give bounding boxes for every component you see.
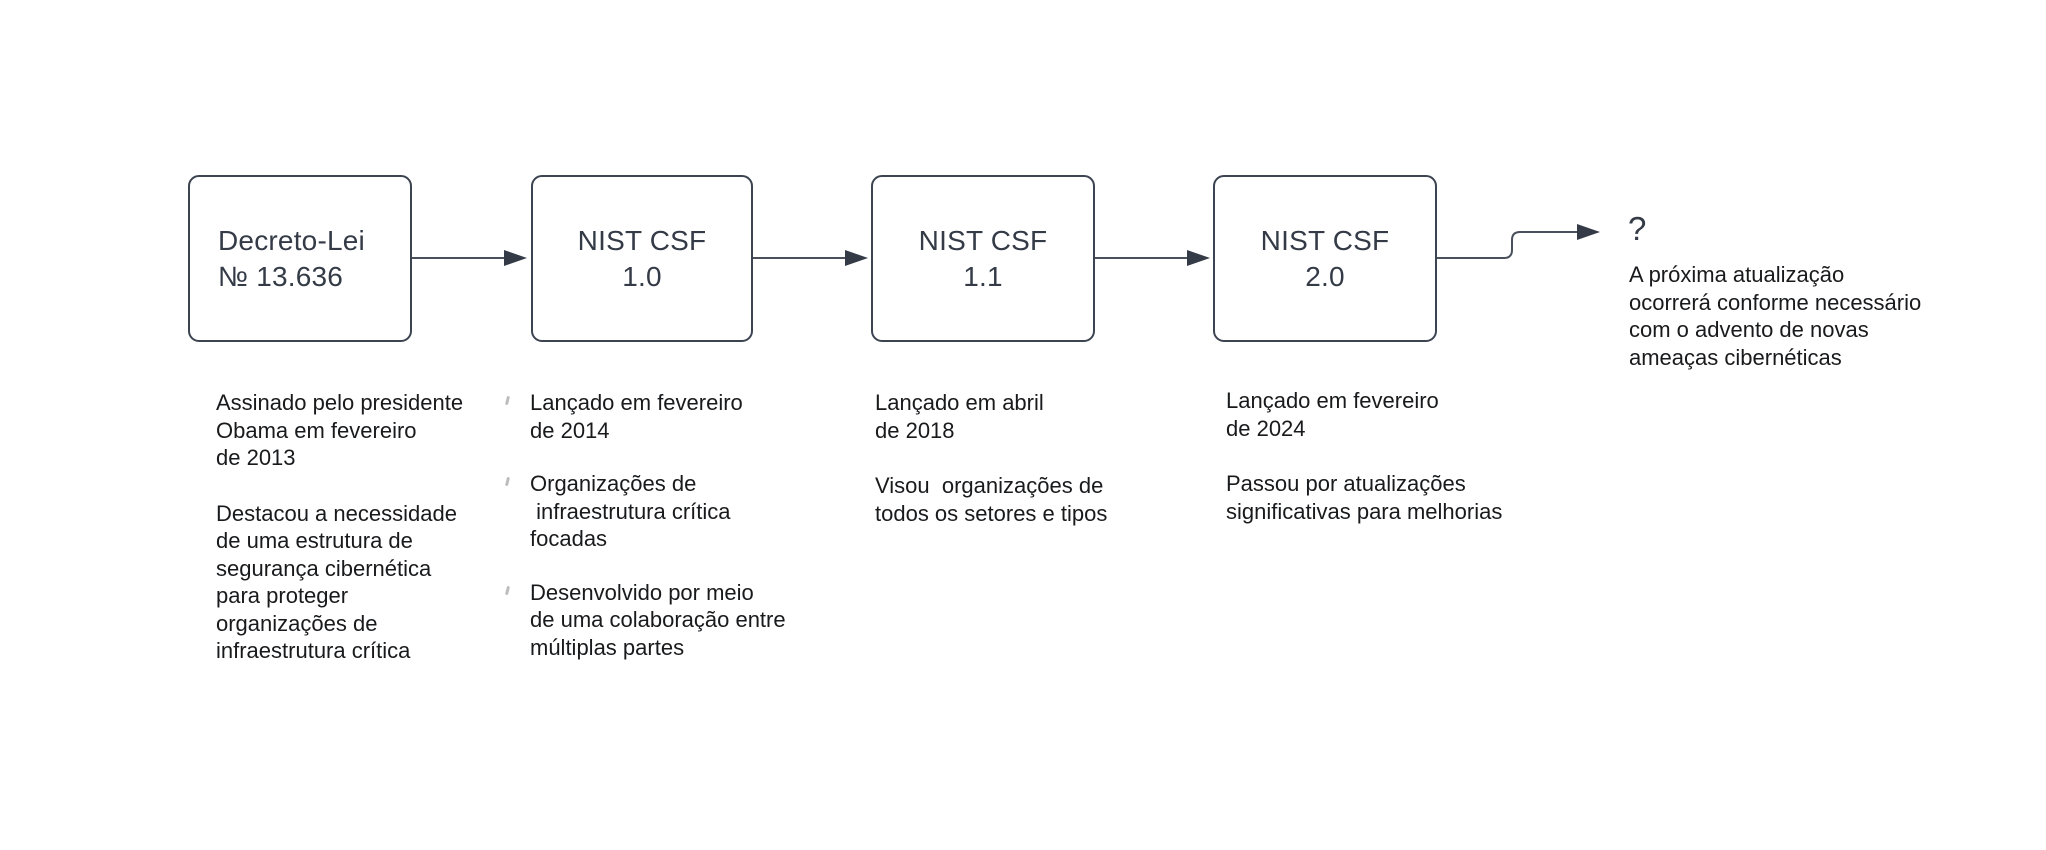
notes-nist-csf-1-0: Lançado em fevereiro de 2014 Organizaçõe…	[504, 389, 846, 687]
node-title: NIST CSF 2.0	[1260, 224, 1390, 292]
arrowhead-icon	[504, 250, 527, 266]
arrowhead-icon	[1577, 224, 1600, 240]
bulleted-note: Desenvolvido por meio de uma colaboração…	[504, 579, 846, 662]
arrow-decreto-to-csf10	[412, 250, 527, 266]
note-paragraph: Lançado em fevereiro de 2024	[1226, 388, 1439, 441]
future-note: A próxima atualização ocorrerá conforme …	[1629, 262, 1922, 370]
notes-nist-csf-1-1: Lançado em abril de 2018 Visou organizaç…	[875, 389, 1205, 555]
arrowhead-icon	[1187, 250, 1210, 266]
node-decreto-lei: Decreto-Lei № 13.636	[188, 175, 412, 342]
arrow-csf20-to-future	[1437, 224, 1600, 259]
note-paragraph: Organizações de infraestrutura crítica f…	[530, 471, 731, 551]
node-nist-csf-1-0: NIST CSF 1.0	[531, 175, 753, 342]
node-title: NIST CSF 1.0	[577, 224, 707, 292]
note-paragraph: Visou organizações de todos os setores e…	[875, 473, 1108, 526]
note-paragraph: Passou por atualizações significativas p…	[1226, 471, 1503, 524]
note-paragraph: Lançado em abril de 2018	[875, 390, 1044, 443]
note-paragraph: Assinado pelo presidente Obama em fevere…	[216, 390, 464, 470]
node-title: Decreto-Lei № 13.636	[218, 224, 365, 292]
arrowhead-icon	[845, 250, 868, 266]
notes-nist-csf-2-0: Lançado em fevereiro de 2024 Passou por …	[1226, 387, 1596, 553]
node-nist-csf-2-0: NIST CSF 2.0	[1213, 175, 1437, 342]
future-question-mark: ?	[1628, 210, 1647, 247]
bullet-tick-icon	[504, 395, 511, 406]
bullet-tick-icon	[504, 585, 511, 595]
arrow-csf11-to-csf20	[1095, 250, 1210, 266]
bullet-tick-icon	[504, 476, 511, 487]
notes-decreto-lei: Assinado pelo presidente Obama em fevere…	[216, 389, 526, 693]
note-paragraph: Desenvolvido por meio de uma colaboração…	[530, 579, 786, 660]
arrow-csf10-to-csf11	[753, 250, 868, 266]
node-nist-csf-1-1: NIST CSF 1.1	[871, 175, 1095, 342]
note-paragraph: Destacou a necessidade de uma estrutura …	[216, 500, 457, 664]
note-paragraph: Lançado em fevereiro de 2014	[530, 390, 743, 443]
bulleted-note: Organizações de infraestrutura crítica f…	[504, 470, 846, 553]
node-title: NIST CSF 1.1	[918, 224, 1048, 292]
bulleted-note: Lançado em fevereiro de 2014	[504, 389, 846, 444]
